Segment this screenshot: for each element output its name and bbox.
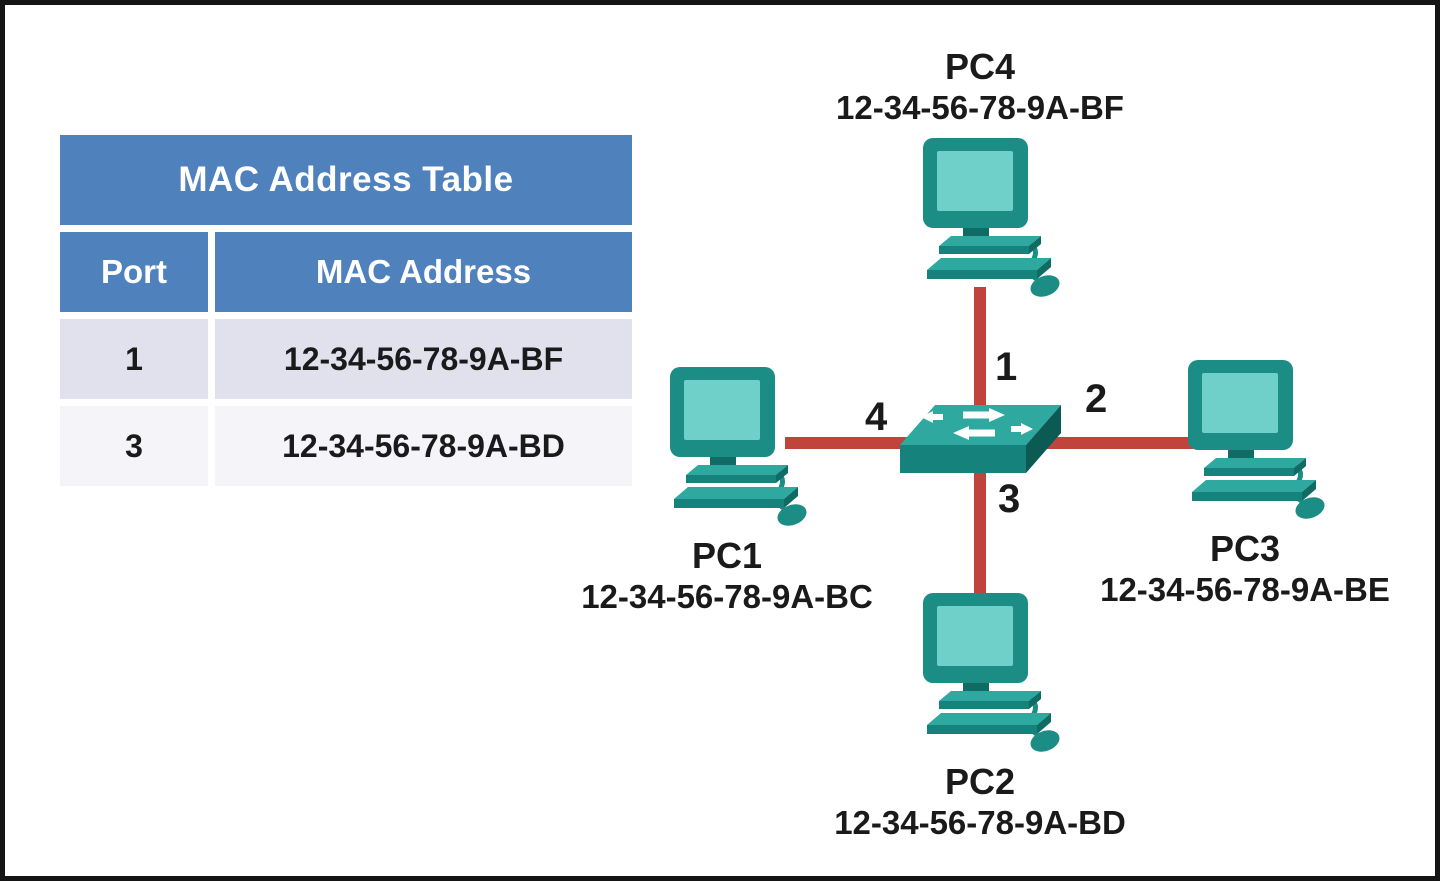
pc-mac-label: 12-34-56-78-9A-BD (834, 804, 1126, 841)
table-row: 3 12-34-56-78-9A-BD (60, 406, 632, 486)
pc2-group: PC2 12-34-56-78-9A-BD (760, 593, 1200, 843)
mac-cell: 12-34-56-78-9A-BD (215, 406, 632, 486)
link-pc1-switch (785, 437, 913, 449)
table-title: MAC Address Table (60, 135, 632, 225)
port-label-4: 4 (865, 395, 888, 439)
link-pc2-switch (974, 460, 986, 610)
pc3-group: PC3 12-34-56-78-9A-BE (1025, 360, 1435, 610)
pc2-computer-icon (893, 593, 1068, 758)
pc-mac-label: 12-34-56-78-9A-BF (836, 89, 1124, 126)
pc-name-label: PC4 (944, 46, 1016, 87)
port-label-1: 1 (995, 345, 1018, 389)
pc4-group: PC4 12-34-56-78-9A-BF (760, 45, 1200, 303)
table-header-row: Port MAC Address (60, 232, 632, 312)
mac-cell: 12-34-56-78-9A-BF (215, 319, 632, 399)
column-header-mac: MAC Address (215, 232, 632, 312)
pc1-computer-icon (640, 367, 815, 532)
pc-mac-label: 12-34-56-78-9A-BE (1100, 571, 1390, 608)
pc4-computer-icon (893, 138, 1068, 303)
pc-mac-label: 12-34-56-78-9A-BC (581, 578, 873, 615)
pc3-computer-icon (1158, 360, 1333, 525)
port-label-3: 3 (998, 477, 1021, 521)
pc1-group: PC1 12-34-56-78-9A-BC (507, 367, 947, 617)
port-label-2: 2 (1085, 377, 1108, 421)
mac-address-table: MAC Address Table Port MAC Address 1 12-… (60, 135, 632, 486)
link-pc3-switch (1043, 437, 1193, 449)
column-header-port: Port (60, 232, 208, 312)
link-pc4-switch (974, 287, 986, 409)
table-row: 1 12-34-56-78-9A-BF (60, 319, 632, 399)
pc-name-label: PC3 (1209, 528, 1281, 569)
port-cell: 3 (60, 406, 208, 486)
pc-name-label: PC2 (944, 761, 1016, 802)
pc-name-label: PC1 (691, 535, 763, 576)
port-cell: 1 (60, 319, 208, 399)
